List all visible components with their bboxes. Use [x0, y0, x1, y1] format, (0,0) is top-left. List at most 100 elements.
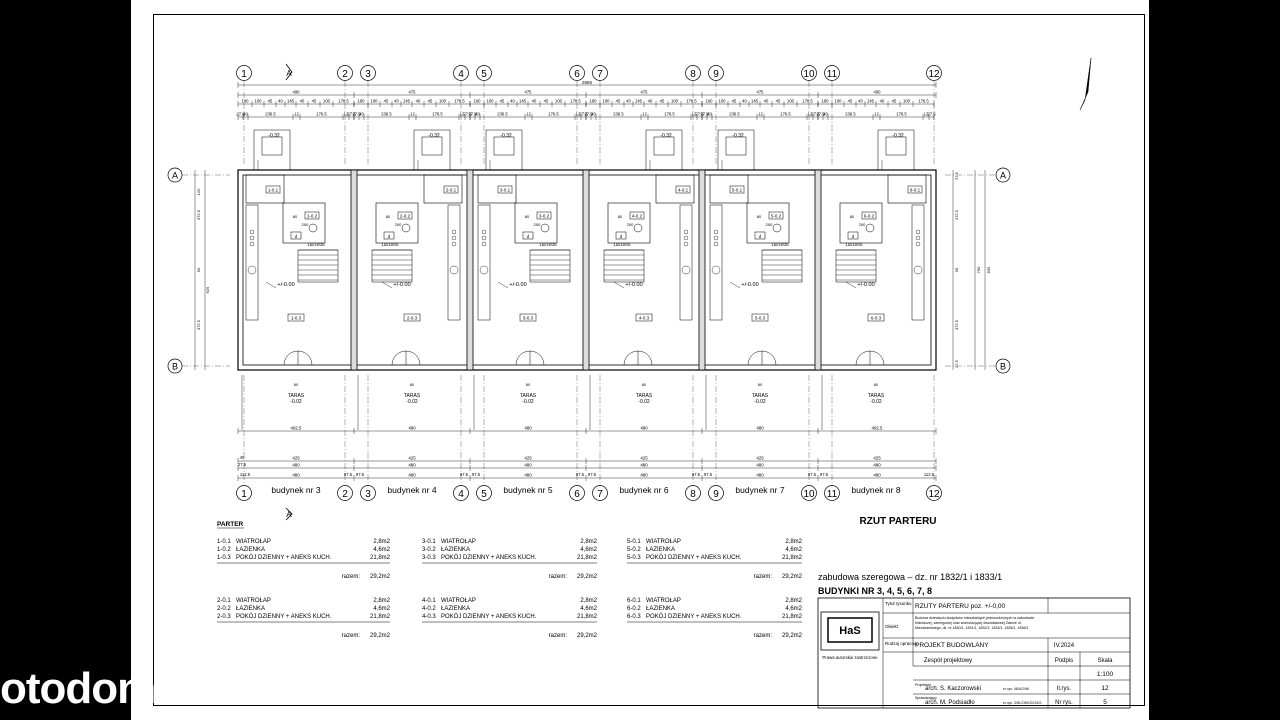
schedule-room-no: 6-0.2 [627, 606, 641, 612]
dim-row3-value: 236.5 [265, 112, 276, 117]
permit-no: nr upr. 3/SL/OKK/2013/S [1003, 701, 1042, 705]
object-text: bliźniaczej, szeregowej oraz wolnostojąc… [915, 621, 1022, 625]
entry-porch [877, 129, 915, 171]
hob-icon [683, 235, 689, 241]
dim-row2-value: 45 [660, 99, 665, 104]
schedule-room-no: 2-0.3 [217, 614, 231, 620]
dim-bottom2-value: 425 [524, 456, 532, 461]
axis-label-6: 6 [574, 69, 580, 80]
dim-row3-value: 27.5 [236, 112, 245, 117]
schedule-room-area: 21,8m2 [370, 555, 391, 561]
entry-step [653, 136, 675, 156]
dim-row2-value: 100 [439, 99, 447, 104]
schedule-room-name: ŁAZIENKA [646, 547, 675, 553]
dim-value: 80 [293, 214, 298, 219]
floor-level: +/-0.00 [625, 282, 642, 288]
schedule-room-area: 2,8m2 [580, 539, 597, 545]
dim-bottom4-value: 480 [292, 473, 300, 478]
toilet-icon [633, 223, 643, 233]
dim-row2-value: 145 [635, 99, 643, 104]
drawing-frame [153, 14, 1145, 706]
dim-bottom4-value: 480 [524, 473, 532, 478]
entry-step [493, 136, 515, 156]
sheet-no-label: Nr rys. [1055, 700, 1073, 706]
schedule-total: 29,2m2 [577, 633, 598, 639]
terrace-label: TARAS [404, 393, 421, 399]
dim-row2-value: 40 [510, 99, 515, 104]
dim-bottom-end: 97.5 [692, 472, 701, 477]
axis-label-7: 7 [597, 69, 603, 80]
room-tag-box [729, 185, 745, 194]
room-tag: 6-0.2 [864, 214, 875, 219]
bathroom [282, 202, 326, 244]
schedule-room-no: 3-0.3 [422, 555, 436, 561]
designer-name: arch. S. Kaczorowski [925, 686, 981, 692]
schedule-room-no: 2-0.1 [217, 598, 231, 604]
dim-row2-value: 45 [428, 99, 433, 104]
dim-row3-value: 40 [243, 112, 248, 117]
axis-bubble-bottom-8 [685, 485, 701, 501]
dim-row3-value: 40 [475, 112, 480, 117]
schedule-room-area: 4,6m2 [580, 547, 597, 553]
dim-bottom3-value: 480 [756, 463, 764, 468]
level-arrow [265, 281, 277, 289]
row-axis-label-A: A [172, 171, 178, 181]
axis-bubble-3 [360, 65, 376, 81]
dim-row3-value: 27.5 [352, 112, 361, 117]
dim-bottom-end: 97.5 [344, 472, 353, 477]
dim-bottom-end: 97.5 [472, 472, 481, 477]
schedule-total-label: razem: [342, 574, 361, 580]
dim-building: 475 [757, 90, 765, 95]
dim-row3-value: 27.5 [584, 112, 593, 117]
tb-label: Obiekt [885, 624, 899, 629]
room-tag: 2-0.2 [400, 214, 411, 219]
schedule-room-name: ŁAZIENKA [441, 547, 470, 553]
role-label: Projektant [915, 683, 931, 687]
axis-label-bottom-9: 9 [713, 489, 719, 500]
section-marker-bottom [285, 507, 293, 521]
title-block [817, 597, 1131, 709]
dim-bottom2-value: 425 [408, 456, 416, 461]
axis-bubble-6 [569, 65, 585, 81]
dim-bottom4-value: 480 [756, 473, 764, 478]
schedule-total: 29,2m2 [370, 633, 391, 639]
sink-bowl-icon [449, 265, 459, 275]
terrace-level: -0.02 [290, 399, 302, 405]
dim-row2-value: 160 [822, 99, 830, 104]
dim-value: 200 [302, 222, 309, 227]
dim-bottom1-value: 492.5 [872, 426, 884, 431]
floor-level: +/-0.00 [393, 282, 410, 288]
schedule-total: 29,2m2 [782, 633, 803, 639]
hob-icon [249, 241, 255, 247]
floor-level: +/-0.00 [277, 282, 294, 288]
dim-bottom3-value: 480 [292, 463, 300, 468]
dim-row3-value: 40 [707, 112, 712, 117]
door-swing [283, 350, 299, 366]
checker-name: arch. M. Podsiadło [925, 700, 975, 706]
dim-row2-value: 45 [732, 99, 737, 104]
door-swing [869, 350, 885, 366]
stair-label: 15x19/25 [771, 242, 789, 247]
dim-building: 475 [641, 90, 649, 95]
room-tag-box [635, 313, 653, 322]
room-tag-box [768, 211, 784, 220]
axis-bubble-bottom-5 [476, 485, 492, 501]
door-swing [529, 350, 545, 366]
sheet-no: 5 [1103, 699, 1107, 706]
hob-icon [451, 235, 457, 241]
dim-row2-value: 100 [323, 99, 331, 104]
sink-bowl-icon [913, 265, 923, 275]
axis-bubble-bottom-1 [236, 485, 252, 501]
party-wall [350, 169, 358, 371]
rights-note: Prawa autorskie zastrzeżone [822, 655, 878, 660]
level-arrow [729, 281, 741, 289]
sink-icon [754, 231, 766, 240]
dim-row3-value: 12 [642, 112, 647, 117]
section-marker-label: A [286, 69, 292, 78]
dim-value: 60 [758, 382, 763, 387]
toilet-icon [540, 223, 550, 233]
schedule-room-name: POKÓJ DZIENNY + ANEKS KUCH. [236, 554, 332, 561]
schedule-room-no: 1-0.2 [217, 547, 231, 553]
dim-bottom1-value: 480 [408, 426, 416, 431]
building-label: budynek nr 7 [735, 485, 784, 495]
